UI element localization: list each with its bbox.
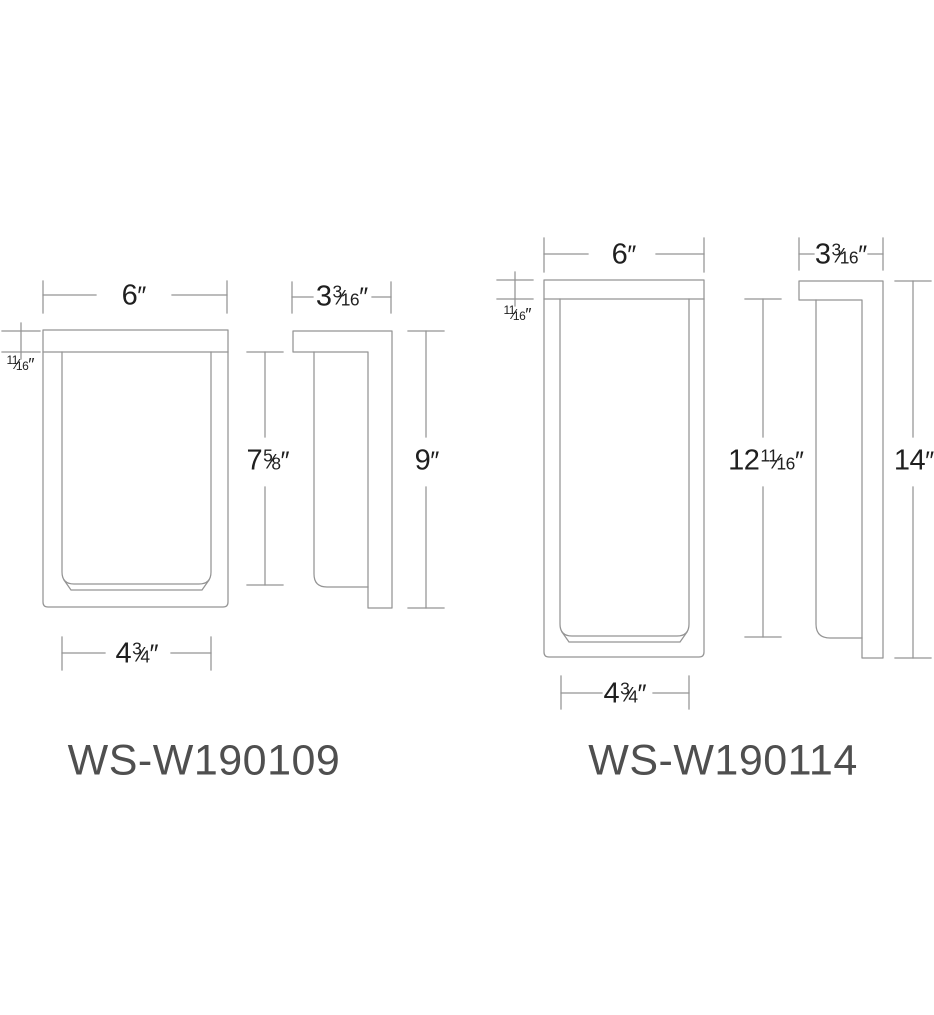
dim-109-base-width-label: 43⁄4″ — [115, 637, 159, 670]
dim-109-plate-thickness-label: 11⁄16″ — [6, 353, 35, 374]
lens-line — [63, 579, 210, 591]
side-outline — [292, 330, 393, 609]
ws-w190109-dimension-lines — [1, 280, 445, 671]
side-body-front — [815, 299, 863, 639]
lens-line — [561, 631, 688, 643]
dim-114-depth-label: 33⁄16″ — [814, 238, 868, 271]
opening-outline — [559, 298, 690, 637]
dim-114-base-width-label: 43⁄4″ — [603, 677, 647, 710]
dim-109-overall-height-label: 9″ — [414, 444, 440, 477]
front-outline — [42, 329, 229, 608]
ws-w190109-front-view — [42, 329, 229, 608]
ws-w190114-front-view — [543, 279, 705, 658]
dim-114-overall-height-label: 14″ — [893, 444, 934, 477]
dim-114-width-label: 6″ — [611, 238, 637, 271]
side-body-front — [313, 351, 369, 588]
dim-114-plate-thickness-label: 11⁄16″ — [503, 303, 532, 324]
side-outline — [798, 280, 884, 659]
model-label-ws-w190109: WS-W190109 — [67, 736, 341, 785]
ws-w190114-dimension-lines — [496, 237, 932, 710]
front-outline — [543, 279, 705, 658]
dim-109-opening-height-label: 75⁄8″ — [246, 444, 290, 477]
dim-109-width-label: 6″ — [121, 279, 147, 312]
opening-outline — [61, 351, 212, 585]
ws-w190114-side-view — [798, 280, 884, 659]
model-label-ws-w190114: WS-W190114 — [588, 736, 858, 785]
ws-w190109-side-view — [292, 330, 393, 609]
dim-114-opening-height-label: 1211⁄16″ — [728, 444, 804, 477]
dim-109-depth-label: 33⁄16″ — [315, 280, 369, 313]
